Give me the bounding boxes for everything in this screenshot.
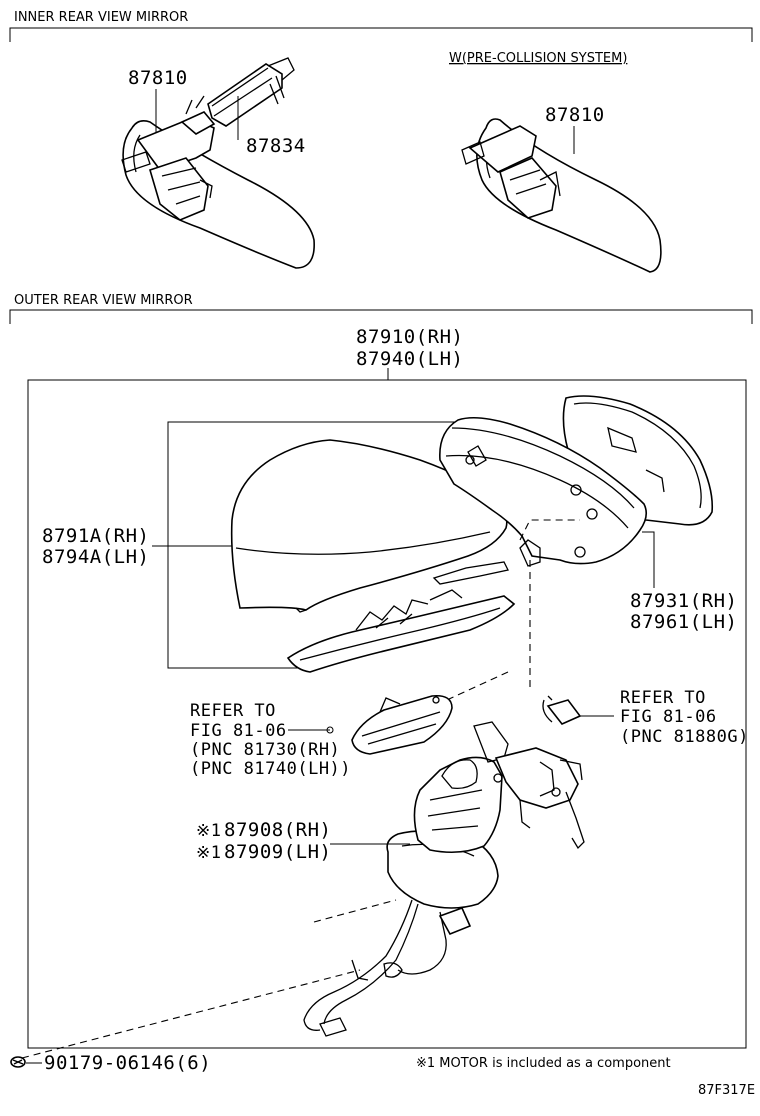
- label-87834: 87834: [246, 135, 306, 157]
- label-assembly-rh: 87910(RH): [356, 326, 463, 348]
- cover-group-bracket: [167, 421, 462, 669]
- inner-mirror-left-drawing: [121, 57, 315, 269]
- outer-section-bracket: [9, 309, 753, 324]
- label-87810-right: 87810: [545, 104, 605, 126]
- outer-section: OUTER REAR VIEW MIRROR 87910(RH) 87940(L…: [9, 293, 753, 1074]
- ref-signal-line1: REFER TO: [190, 701, 276, 721]
- footnote: ※1 MOTOR is included as a component: [416, 1056, 671, 1071]
- figure-code: 87F317E: [698, 1083, 755, 1098]
- retractor-drawing: [386, 721, 585, 909]
- ref-bulb-line2: FIG 81-06: [620, 707, 717, 727]
- dash-signal-lamp: [437, 671, 509, 705]
- label-retractor-lh: 87909(LH): [224, 841, 331, 863]
- outer-section-title: OUTER REAR VIEW MIRROR: [14, 293, 193, 308]
- inner-mirror-right-drawing: [461, 118, 662, 273]
- label-cover-rh: 8791A(RH): [42, 525, 149, 547]
- wire-harness-drawing: [303, 899, 472, 1037]
- ref-bulb-line3: (PNC 81880G): [620, 727, 749, 747]
- retractor-mark-lh: ※1: [196, 843, 221, 863]
- mirror-housing-drawing: [439, 395, 714, 567]
- signal-strip-drawing: [286, 589, 516, 673]
- ref-signal-line4: (PNC 81740(LH)): [190, 759, 351, 779]
- inner-section-bracket: [9, 27, 753, 42]
- retractor-mark-rh: ※1: [196, 821, 221, 841]
- label-retractor-rh: 87908(RH): [224, 819, 331, 841]
- signal-lamp-drawing: [351, 694, 453, 755]
- label-mirror-glass-rh: 87931(RH): [630, 590, 737, 612]
- label-screw: 90179-06146(6): [44, 1052, 211, 1074]
- bulb-drawing: [542, 695, 582, 725]
- ref-bulb-line1: REFER TO: [620, 688, 706, 708]
- label-87810-left: 87810: [128, 67, 188, 89]
- leader-mirror-glass: [642, 531, 655, 588]
- inner-section: INNER REAR VIEW MIRROR 87810 87834 W(PRE…: [9, 10, 753, 273]
- screw-drawing: [10, 1056, 26, 1068]
- label-mirror-glass-lh: 87961(LH): [630, 611, 737, 633]
- dash-retractor: [313, 899, 397, 923]
- inner-section-title: INNER REAR VIEW MIRROR: [14, 10, 188, 25]
- ref-signal-line3: (PNC 81730(RH): [190, 740, 340, 760]
- label-cover-lh: 8794A(LH): [42, 546, 149, 568]
- label-assembly-lh: 87940(LH): [356, 348, 463, 370]
- variant-label: W(PRE-COLLISION SYSTEM): [449, 51, 627, 66]
- small-lamp-lens-drawing: [432, 561, 509, 585]
- ref-signal-line2: FIG 81-06: [190, 721, 287, 741]
- dash-screw: [21, 969, 361, 1059]
- assembly-frame: [27, 379, 747, 1049]
